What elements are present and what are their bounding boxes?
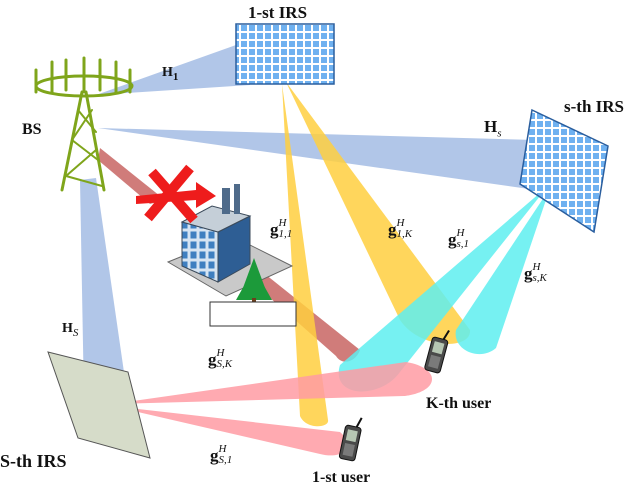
- irs1-label: 1-st IRS: [248, 3, 308, 22]
- beam-irs1-userK: [286, 82, 471, 344]
- channel-Hs: Hs: [484, 117, 502, 140]
- phone-icon: [424, 329, 450, 374]
- building-icon: [166, 184, 294, 297]
- beam-irs1-user1: [282, 84, 329, 427]
- beam-irss-user1: [338, 186, 548, 392]
- userK-label: K-th user: [426, 395, 492, 412]
- user1-label: 1-st user: [312, 469, 371, 486]
- channel-HS: HS: [62, 321, 79, 339]
- irs-panel-icon: [235, 23, 335, 85]
- irsS-label: S-th IRS: [0, 451, 67, 471]
- beam-irss-userK: [455, 188, 550, 355]
- bs-tower-icon: [34, 56, 134, 192]
- irs-panel-icon: [47, 351, 151, 459]
- beam-bs-irsS: [80, 178, 128, 411]
- tree-icon: [236, 258, 272, 304]
- building-caption-box: [209, 301, 297, 327]
- block-arrow: [136, 182, 216, 208]
- beam-bs-irs1: [96, 45, 250, 95]
- beam-irsS-user1: [112, 406, 348, 456]
- beam-irsS-userK: [112, 362, 433, 404]
- channel-H1: H1: [162, 65, 179, 83]
- irss-label: s-th IRS: [564, 97, 624, 116]
- irs-panel-icon: [519, 108, 609, 234]
- beam-blocked: [98, 148, 165, 204]
- bs-label: BS: [22, 121, 42, 138]
- phone-icon: [338, 417, 363, 462]
